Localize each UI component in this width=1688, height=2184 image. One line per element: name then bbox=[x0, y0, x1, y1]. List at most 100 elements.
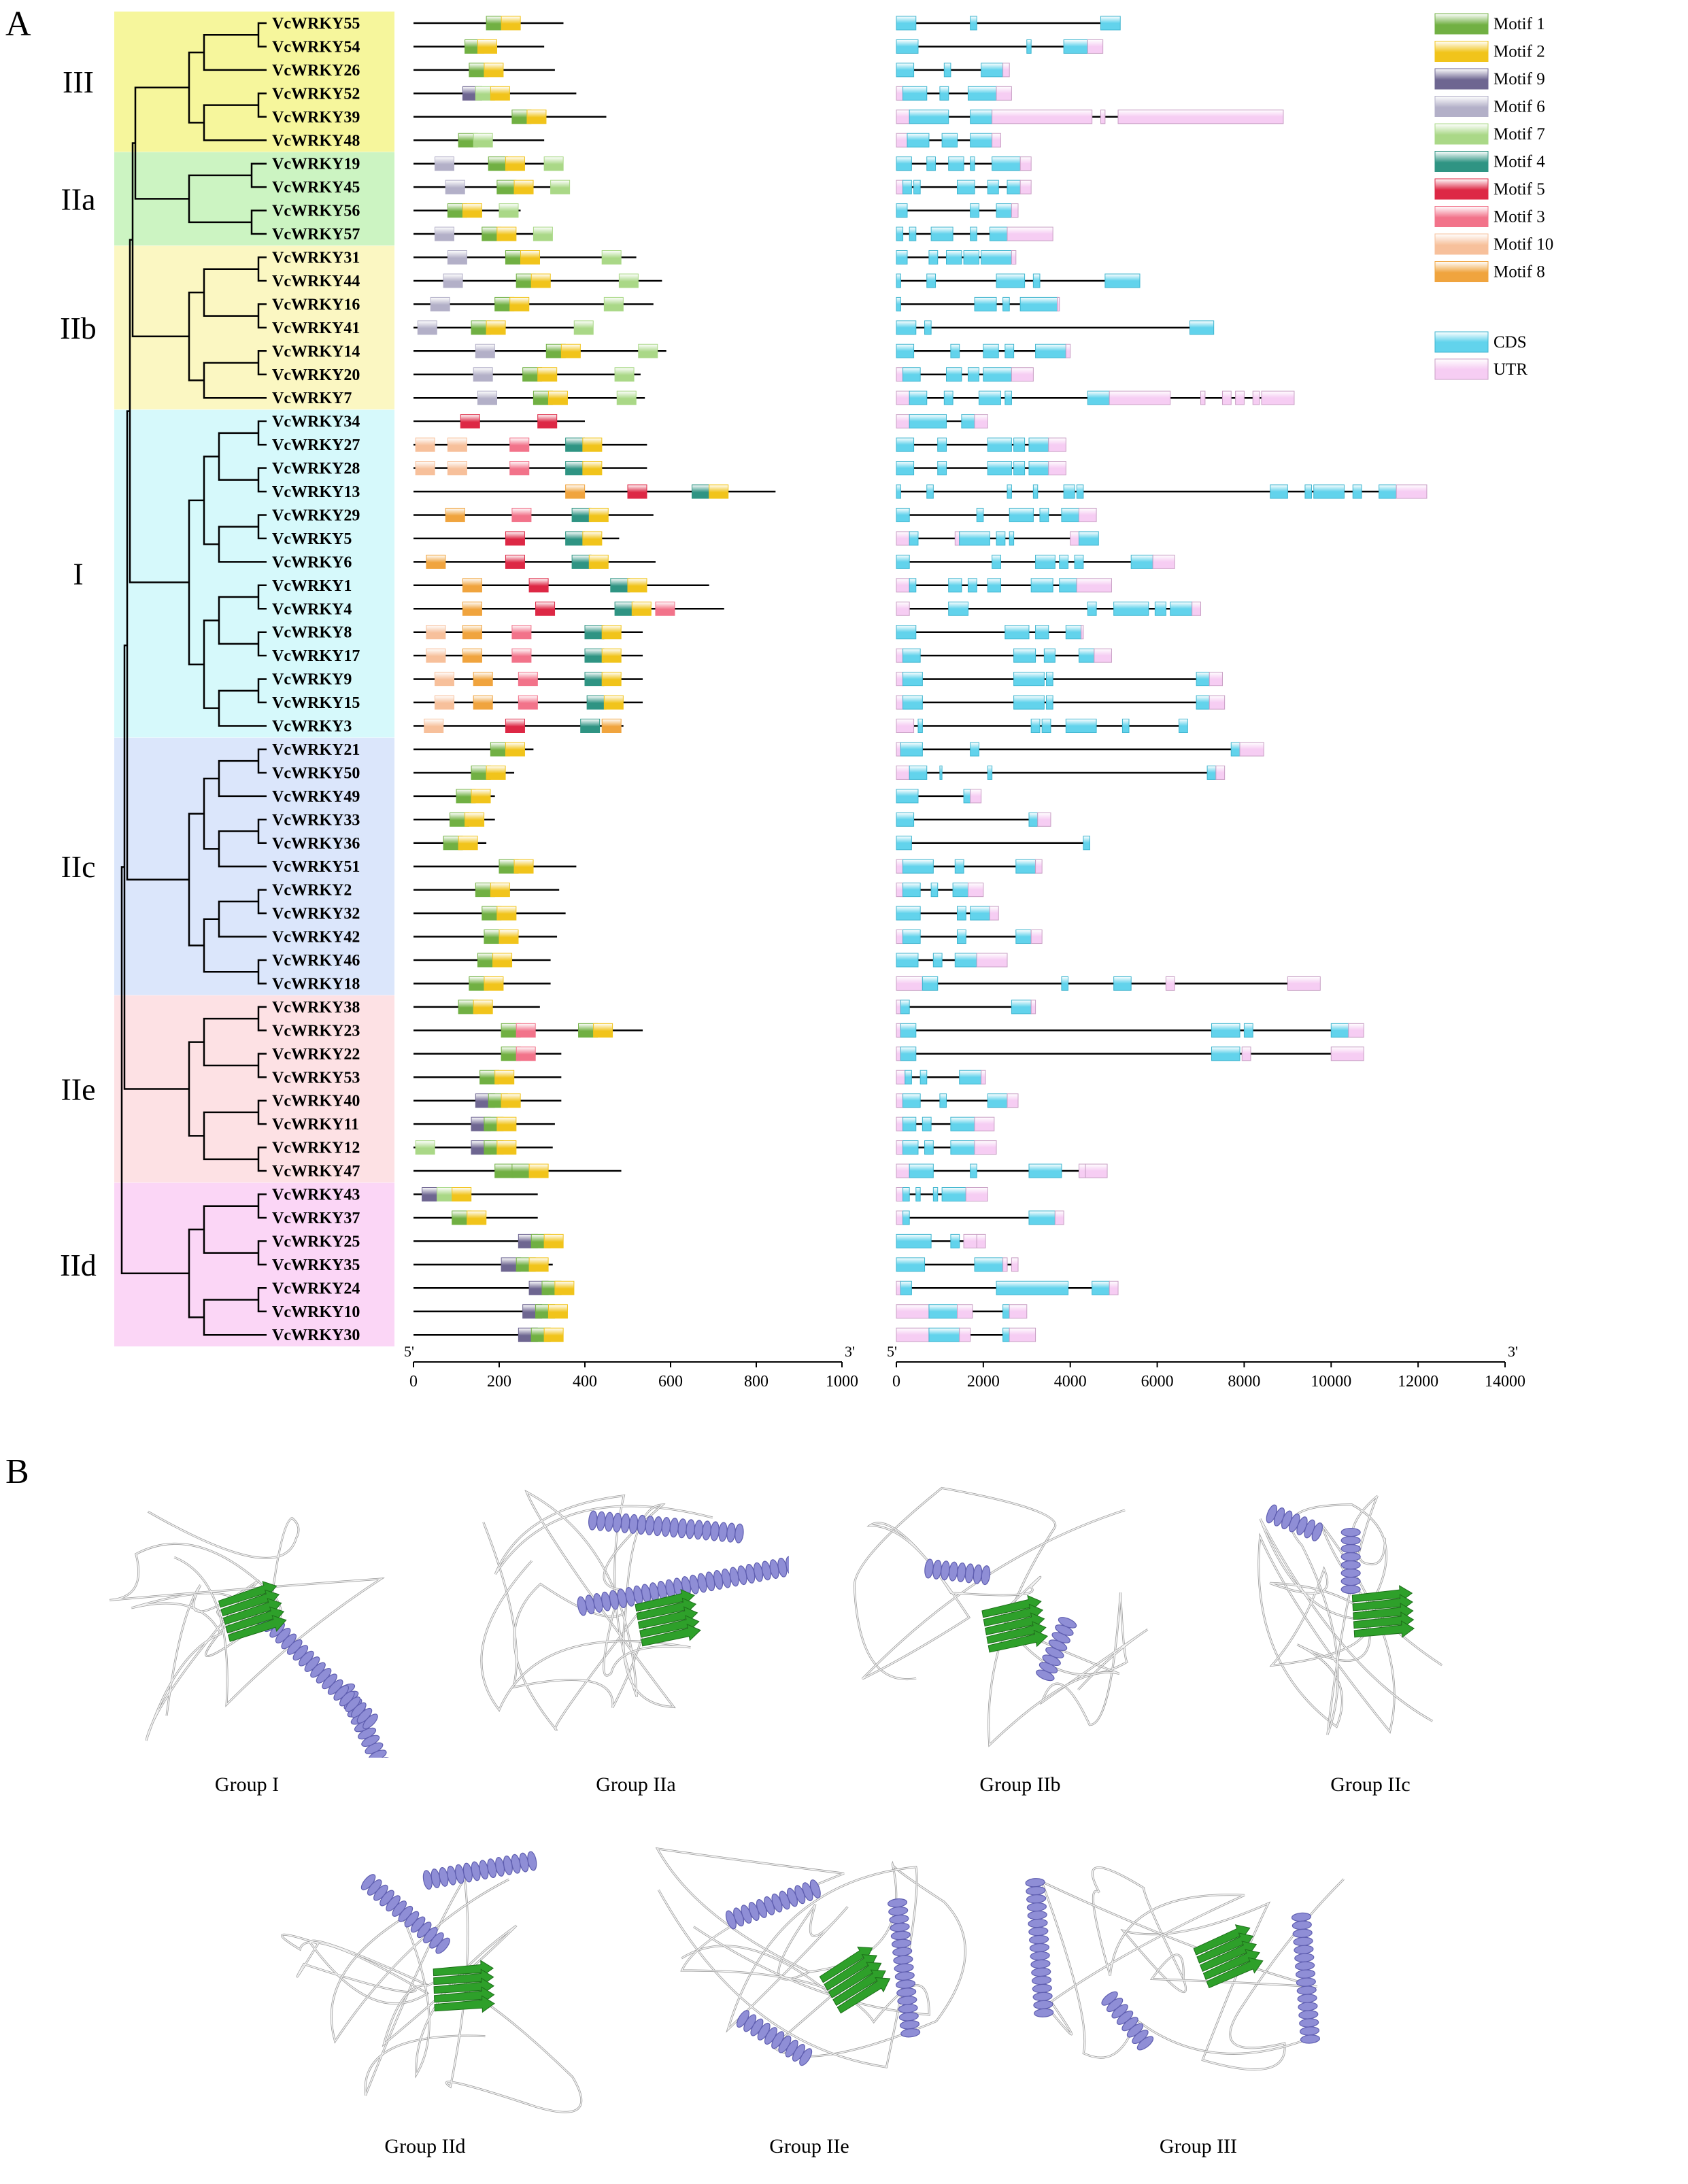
cds-box bbox=[1028, 812, 1039, 827]
cds-box bbox=[1013, 648, 1036, 663]
utr-box bbox=[896, 859, 904, 874]
beta-strand bbox=[635, 1588, 695, 1612]
motif-box bbox=[537, 367, 558, 382]
motif-box bbox=[484, 976, 504, 991]
group-band bbox=[114, 409, 394, 738]
motif-box bbox=[477, 39, 497, 54]
utr-box bbox=[1117, 109, 1284, 124]
utr-box bbox=[896, 1000, 901, 1014]
cds-box bbox=[957, 180, 975, 194]
cds-box bbox=[896, 63, 915, 78]
motif-box bbox=[462, 625, 482, 640]
utr-box bbox=[1009, 1304, 1028, 1319]
motif-box bbox=[490, 883, 510, 898]
alpha-helix bbox=[588, 1510, 744, 1543]
motif-box bbox=[582, 461, 603, 476]
beta-strand bbox=[225, 1606, 285, 1634]
helix-turn bbox=[1300, 2034, 1320, 2044]
cds-box bbox=[1059, 554, 1069, 569]
beta-strand bbox=[433, 1986, 495, 2004]
cds-box bbox=[902, 86, 928, 101]
cds-box bbox=[1092, 1280, 1110, 1295]
gene-label: VcWRKY57 bbox=[272, 226, 360, 243]
utr-box bbox=[896, 929, 904, 944]
motif-box bbox=[582, 531, 603, 546]
cds-box bbox=[896, 320, 917, 335]
motif-box bbox=[505, 531, 525, 546]
cds-box bbox=[1083, 836, 1090, 851]
helix-turn bbox=[1340, 1560, 1361, 1570]
helix-turn bbox=[588, 1510, 598, 1531]
cds-box bbox=[926, 156, 936, 171]
motif-box bbox=[435, 672, 454, 687]
cds-box bbox=[1002, 1304, 1010, 1319]
cds-box bbox=[943, 390, 953, 405]
cds-box bbox=[928, 250, 939, 265]
structure-label: Group IIa bbox=[596, 1773, 676, 1796]
cds-box bbox=[948, 578, 962, 593]
motif-box bbox=[488, 156, 508, 171]
legend-swatch bbox=[1434, 123, 1489, 145]
motif-box bbox=[603, 695, 624, 710]
motif-box bbox=[496, 1116, 517, 1131]
cds-box bbox=[989, 226, 1008, 241]
helix-turn bbox=[1340, 1527, 1361, 1537]
motif-box bbox=[565, 461, 586, 476]
cds-box bbox=[900, 1280, 912, 1295]
axis-tick-label: 0 bbox=[409, 1373, 418, 1390]
motif-box bbox=[528, 578, 549, 593]
cds-box bbox=[967, 578, 977, 593]
helix-turn bbox=[894, 1963, 914, 1973]
cds-box bbox=[902, 1116, 917, 1131]
cds-box bbox=[902, 929, 921, 944]
gene-label: VcWRKY3 bbox=[272, 718, 352, 736]
cds-box bbox=[1030, 719, 1041, 733]
cds-box bbox=[992, 156, 1021, 171]
cds-box bbox=[896, 836, 912, 851]
gene-label: VcWRKY46 bbox=[272, 952, 360, 970]
cds-box bbox=[959, 1070, 982, 1085]
axis-tick-label: 400 bbox=[573, 1373, 597, 1390]
motif-box bbox=[426, 625, 446, 640]
cds-box bbox=[1076, 484, 1084, 499]
cds-box bbox=[939, 765, 943, 780]
utr-box bbox=[989, 906, 999, 921]
cds-box bbox=[970, 742, 979, 757]
beta-strand bbox=[227, 1615, 287, 1642]
cds-box bbox=[1046, 672, 1053, 687]
cds-box bbox=[1065, 719, 1097, 733]
cds-box bbox=[902, 180, 912, 194]
axis-tick-label: 600 bbox=[658, 1373, 683, 1390]
alpha-helix bbox=[1291, 1912, 1320, 2044]
motif-box bbox=[537, 414, 558, 429]
legend-swatch bbox=[1434, 151, 1489, 172]
motif-box bbox=[603, 296, 624, 311]
gene-label: VcWRKY39 bbox=[272, 109, 360, 126]
utr-box bbox=[1035, 859, 1043, 874]
cds-box bbox=[1028, 1210, 1056, 1225]
cds-box bbox=[987, 578, 1001, 593]
motif-box bbox=[509, 296, 530, 311]
helix-turn bbox=[710, 1521, 720, 1541]
cds-box bbox=[943, 63, 951, 78]
cds-box bbox=[946, 367, 962, 382]
motif-box bbox=[610, 578, 630, 593]
motif-box bbox=[435, 695, 454, 710]
motif-box bbox=[499, 929, 519, 944]
alpha-helix bbox=[422, 1851, 537, 1890]
utr-box bbox=[896, 1163, 910, 1178]
gene-label: VcWRKY34 bbox=[272, 413, 360, 431]
helix-turn bbox=[1030, 1959, 1051, 1969]
helix-turn bbox=[1025, 1878, 1045, 1888]
utr-box bbox=[1079, 507, 1097, 522]
helix-turn bbox=[1311, 1522, 1323, 1541]
gene-label: VcWRKY52 bbox=[272, 85, 360, 103]
helix-turn bbox=[889, 1914, 909, 1924]
motif-box bbox=[511, 1163, 532, 1178]
legend-label: Motif 10 bbox=[1493, 235, 1553, 254]
beta-strand bbox=[819, 1946, 873, 1983]
beta-sheet bbox=[1193, 1924, 1264, 1989]
legend-label: Motif 6 bbox=[1493, 98, 1545, 116]
cds-box bbox=[902, 1210, 910, 1225]
